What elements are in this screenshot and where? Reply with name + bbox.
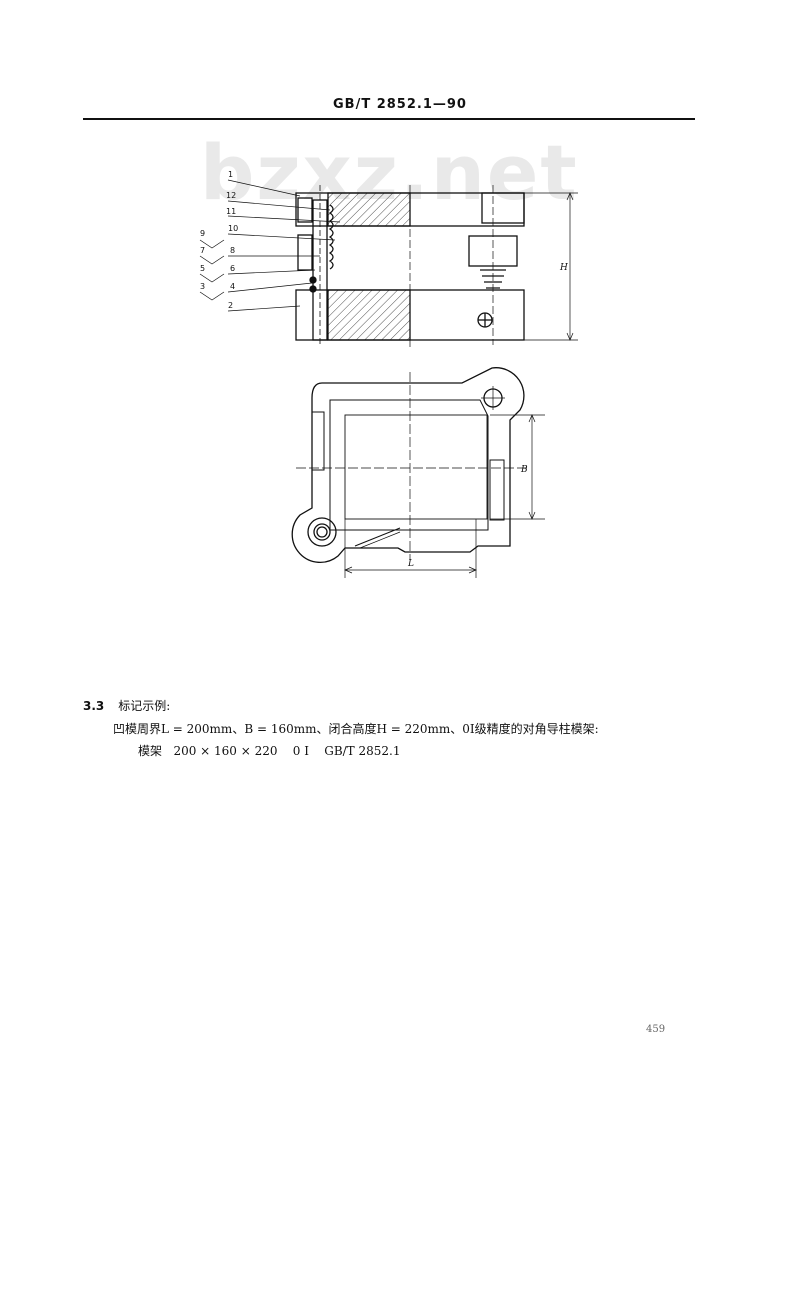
callout-9: 9 [200, 229, 205, 238]
die-area [344, 414, 488, 520]
section-number: 3.3 [83, 699, 105, 713]
callout-10: 10 [228, 224, 238, 233]
lower-plate-hatch [327, 289, 411, 341]
page-number: 459 [646, 1024, 666, 1035]
callout-7: 7 [200, 246, 205, 255]
section-view [295, 185, 578, 350]
callout-3: 3 [200, 282, 205, 291]
callout-1: 1 [228, 170, 233, 179]
plan-view [291, 367, 545, 578]
header-rule [83, 118, 695, 120]
guide-bush [297, 234, 313, 271]
section-title: 标记示例: [118, 699, 171, 713]
callout-labels: 1 12 11 10 9 8 7 6 5 4 3 2 [200, 170, 238, 310]
callout-4: 4 [230, 282, 235, 291]
marking-example-heading: 3.3 标记示例: [83, 697, 170, 714]
callout-11: 11 [226, 207, 236, 216]
callout-8: 8 [230, 246, 235, 255]
standard-header: GB/T 2852.1—90 [333, 97, 467, 112]
callout-5: 5 [200, 264, 205, 273]
right-guide-head [481, 192, 525, 224]
callout-2: 2 [228, 301, 233, 310]
lower-lug-bush [307, 517, 337, 547]
dim-H-label: H [559, 263, 568, 273]
spring-left [328, 204, 334, 270]
example-designation: 模架 200 × 160 × 220 0 I GB/T 2852.1 [138, 744, 401, 758]
ball-retainer [309, 276, 317, 284]
callout-12: 12 [226, 191, 236, 200]
dim-B-label: B [520, 465, 528, 475]
guide-bush-head [297, 197, 313, 223]
dim-L-label: L [407, 559, 414, 569]
callout-leaders [199, 179, 341, 312]
upper-plate-hatch [327, 192, 411, 227]
example-description: 凹模周界L = 200mm、B = 160mm、闭合高度H = 220mm、0I… [113, 722, 599, 736]
callout-6: 6 [230, 264, 235, 273]
